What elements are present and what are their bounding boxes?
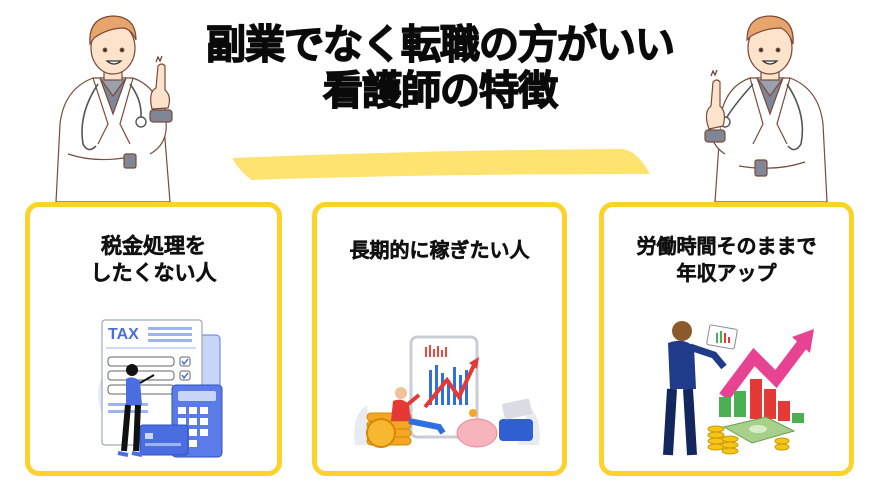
card-title: 長期的に稼ぎたい人 [349, 238, 530, 263]
feature-card-tax: 税金処理を したくない人 TAX [25, 202, 282, 476]
feature-card-long-term: 長期的に稼ぎたい人 [312, 202, 567, 476]
doctor-left-icon [55, 15, 173, 202]
feature-card-income-up: 労働時間そのままで 年収アップ [599, 202, 854, 476]
title-line-1: 副業でなく転職の方がいい [205, 21, 675, 68]
title-line-2: 看護師の特徴 [322, 67, 558, 114]
highlight-stroke [232, 149, 650, 180]
card-title: 税金処理を したくない人 [90, 234, 217, 286]
investment-growth-icon [354, 335, 540, 448]
card-title: 労働時間そのままで 年収アップ [636, 234, 817, 286]
doctor-right-icon [704, 15, 828, 202]
page-title: 副業でなく転職の方がいい 看護師の特徴 [120, 21, 760, 114]
svg-text:TAX: TAX [108, 326, 139, 343]
tax-calculation-icon: TAX [98, 319, 223, 458]
income-up-businessman-icon [663, 321, 814, 456]
